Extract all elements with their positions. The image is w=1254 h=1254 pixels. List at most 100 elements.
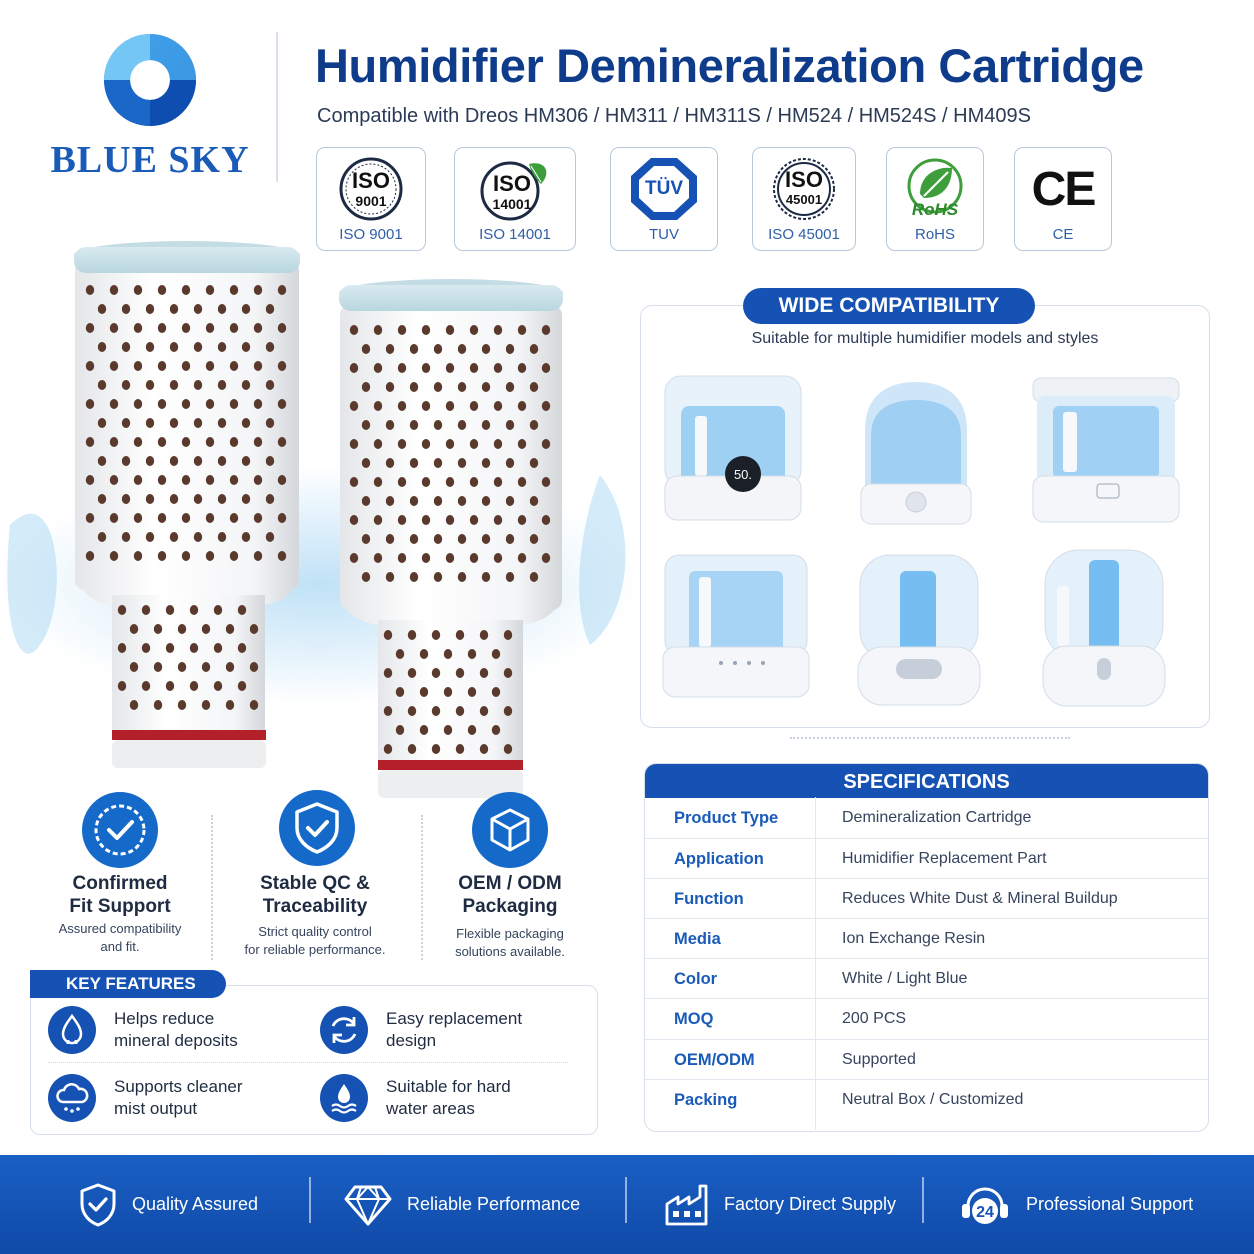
perforation-hole bbox=[241, 532, 251, 542]
perforation-hole bbox=[241, 418, 251, 428]
perforation-hole bbox=[409, 344, 419, 354]
perforation-hole bbox=[145, 532, 155, 542]
perforation-hole bbox=[157, 399, 167, 409]
perforation-hole bbox=[517, 325, 527, 335]
perforation-hole bbox=[481, 344, 491, 354]
badge-check-icon bbox=[82, 792, 158, 868]
perforation-hole bbox=[241, 304, 251, 314]
perforation-hole bbox=[265, 494, 275, 504]
perforation-hole bbox=[349, 439, 359, 449]
perforation-hole bbox=[117, 681, 127, 691]
perforation-hole bbox=[265, 418, 275, 428]
key-features-panel bbox=[30, 985, 598, 1135]
perforation-hole bbox=[97, 494, 107, 504]
perforation-hole bbox=[213, 643, 223, 653]
perforation-hole bbox=[361, 420, 371, 430]
perforation-hole bbox=[361, 458, 371, 468]
spec-value: Ion Exchange Resin bbox=[842, 930, 986, 948]
perforation-hole bbox=[491, 687, 501, 697]
perforation-hole bbox=[121, 418, 131, 428]
perforation-hole bbox=[181, 399, 191, 409]
feature-oem-packaging: OEM / ODM Packaging Flexible packaging s… bbox=[420, 792, 600, 962]
perforation-hole bbox=[443, 649, 453, 659]
perforation-hole bbox=[85, 475, 95, 485]
perforation-hole bbox=[121, 494, 131, 504]
cert-iso-14001: ISO 14001 ISO 14001 bbox=[454, 147, 576, 251]
perforation-hole bbox=[217, 342, 227, 352]
humidifier-device-5 bbox=[857, 554, 981, 706]
perforation-hole bbox=[205, 437, 215, 447]
perforation-hole bbox=[493, 401, 503, 411]
wide-compatibility-subtitle: Suitable for multiple humidifier models … bbox=[751, 330, 1099, 347]
perforation-hole bbox=[421, 477, 431, 487]
device-display-reading: 50. bbox=[734, 467, 752, 482]
perforation-hole bbox=[109, 361, 119, 371]
perforation-hole bbox=[193, 342, 203, 352]
perforation-hole bbox=[253, 551, 263, 561]
perforation-hole bbox=[225, 662, 235, 672]
perforation-hole bbox=[193, 494, 203, 504]
perforation-hole bbox=[481, 572, 491, 582]
perforation-hole bbox=[133, 323, 143, 333]
perforation-hole bbox=[517, 363, 527, 373]
perforation-hole bbox=[431, 744, 441, 754]
perforation-hole bbox=[491, 725, 501, 735]
perforation-hole bbox=[469, 363, 479, 373]
perforation-hole bbox=[193, 304, 203, 314]
perforation-hole bbox=[541, 515, 551, 525]
perforation-hole bbox=[469, 401, 479, 411]
iso-leaf-badge-icon: ISO 14001 bbox=[455, 156, 575, 222]
perforation-hole bbox=[373, 325, 383, 335]
perforation-hole bbox=[361, 344, 371, 354]
cert-label: RoHS bbox=[914, 226, 955, 243]
perforation-hole bbox=[493, 439, 503, 449]
perforation-hole bbox=[157, 323, 167, 333]
perforation-hole bbox=[445, 439, 455, 449]
perforation-hole bbox=[229, 475, 239, 485]
perforation-hole bbox=[265, 304, 275, 314]
perforation-hole bbox=[493, 477, 503, 487]
perforation-hole bbox=[455, 744, 465, 754]
perforation-hole bbox=[385, 496, 395, 506]
perforation-hole bbox=[241, 456, 251, 466]
perforation-hole bbox=[97, 304, 107, 314]
footer-quality-assured: Quality Assured bbox=[78, 1155, 258, 1254]
perforation-hole bbox=[109, 285, 119, 295]
key-features-title: KEY FEATURES bbox=[30, 970, 226, 998]
perforation-hole bbox=[249, 662, 259, 672]
perforation-hole bbox=[141, 643, 151, 653]
perforation-hole bbox=[433, 458, 443, 468]
perforation-hole bbox=[445, 553, 455, 563]
perforation-hole bbox=[433, 496, 443, 506]
perforation-hole bbox=[109, 437, 119, 447]
cert-label: ISO 14001 bbox=[479, 226, 551, 243]
perforation-hole bbox=[229, 399, 239, 409]
specifications-column-divider bbox=[815, 797, 816, 1130]
section-divider bbox=[790, 737, 1070, 739]
perforation-hole bbox=[97, 342, 107, 352]
perforation-hole bbox=[145, 494, 155, 504]
perforation-hole bbox=[157, 513, 167, 523]
perforation-hole bbox=[431, 630, 441, 640]
perforation-hole bbox=[165, 605, 175, 615]
perforation-hole bbox=[109, 513, 119, 523]
shield-check-icon bbox=[80, 1183, 116, 1226]
support-24-icon: 24 bbox=[962, 1187, 1008, 1224]
perforation-hole bbox=[253, 437, 263, 447]
tuv-octagon-icon: TÜV bbox=[611, 156, 717, 222]
feature-divider bbox=[421, 815, 423, 960]
cert-rohs: RoHS RoHS bbox=[886, 147, 984, 251]
perforation-hole bbox=[181, 361, 191, 371]
perforation-hole bbox=[193, 380, 203, 390]
perforation-hole bbox=[169, 494, 179, 504]
perforation-hole bbox=[253, 361, 263, 371]
perforation-hole bbox=[469, 325, 479, 335]
perforation-hole bbox=[493, 553, 503, 563]
perforation-hole bbox=[479, 706, 489, 716]
perforation-hole bbox=[433, 382, 443, 392]
perforation-hole bbox=[109, 399, 119, 409]
perforation-hole bbox=[229, 361, 239, 371]
spec-value: Reduces White Dust & Mineral Buildup bbox=[842, 890, 1118, 908]
